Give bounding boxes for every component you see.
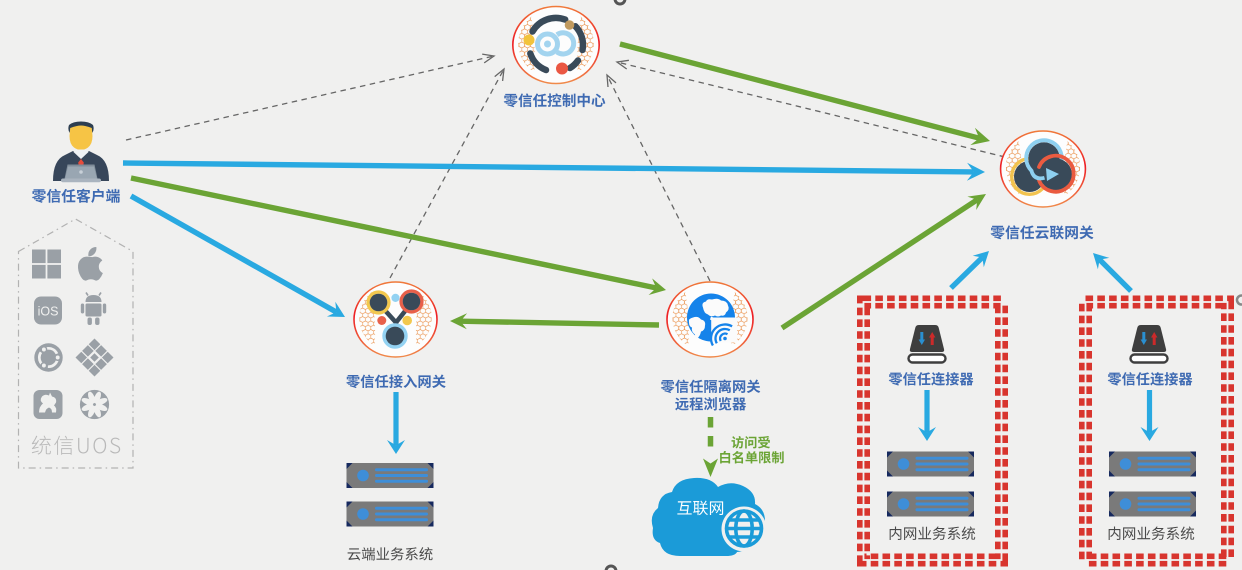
svg-text:iOS: iOS [38, 305, 59, 319]
